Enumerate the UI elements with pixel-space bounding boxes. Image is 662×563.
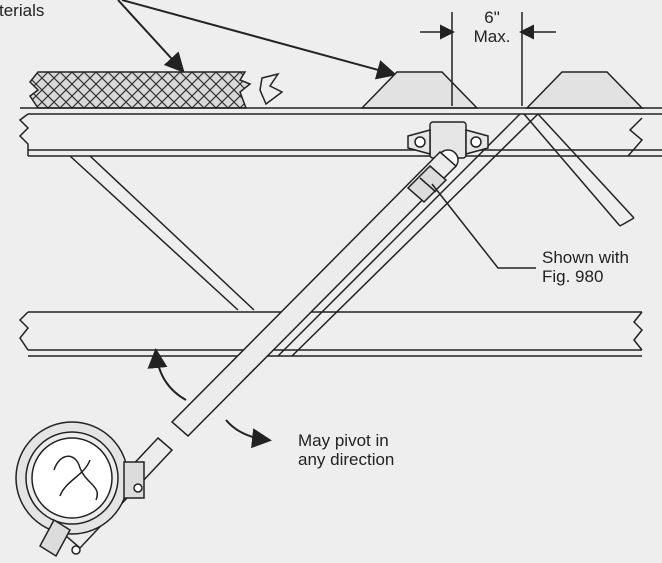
deck-ribs — [360, 71, 644, 109]
brace-pipe — [170, 150, 458, 438]
pivot-label: May pivot in any direction — [298, 431, 395, 469]
pipe-attachment — [15, 421, 174, 558]
materials-label: terials — [0, 1, 45, 20]
shown-with-label: Shown with Fig. 980 — [542, 248, 629, 286]
upper-beam — [18, 107, 662, 157]
material-leader-arrows — [117, 0, 397, 80]
max-dimension-marker — [420, 12, 556, 106]
joist-web-members — [69, 113, 635, 357]
lower-beam — [18, 311, 644, 357]
roof-insulation-material — [28, 71, 284, 109]
shown-with-leader — [431, 183, 536, 269]
max-dimension-label: 6" Max. — [473, 8, 511, 46]
pivot-arrows — [147, 348, 272, 449]
